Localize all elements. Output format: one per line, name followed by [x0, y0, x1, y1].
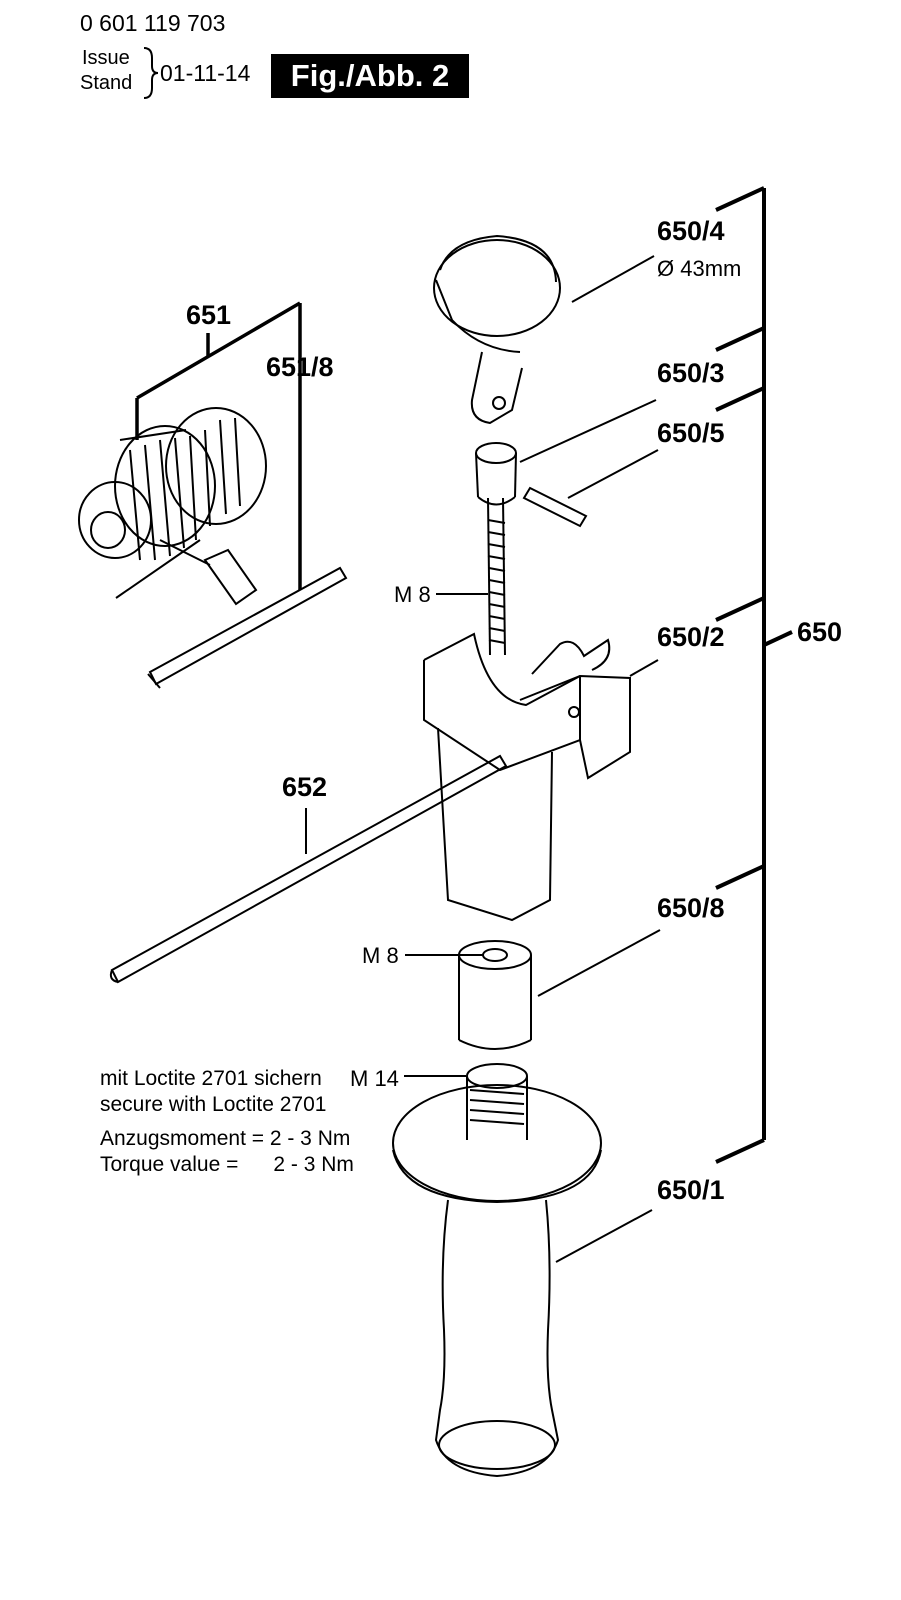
depth-rod-652 [109, 754, 508, 984]
brace-icon [143, 47, 159, 99]
clamp-ring-650-4 [433, 234, 655, 425]
label-651-8: 651/8 [266, 352, 334, 382]
label-650-2: 650/2 [657, 622, 725, 652]
label-m8-bottom: M 8 [362, 943, 399, 968]
label-650-3: 650/3 [657, 358, 725, 388]
label-650-1: 650/1 [657, 1175, 725, 1205]
note-loctite-en: secure with Loctite 2701 [100, 1093, 327, 1116]
handle-bracket-650-2 [423, 632, 659, 922]
note-torque-de: Anzugsmoment = 2 - 3 Nm [100, 1127, 351, 1150]
label-650-8: 650/8 [657, 893, 725, 923]
figure-badge: Fig./Abb. 2 [271, 54, 469, 98]
label-m8-top: M 8 [394, 582, 431, 607]
bracket-651 [135, 301, 302, 590]
chuck-key-651-8 [147, 539, 348, 689]
label-651: 651 [186, 300, 232, 330]
issue-date: 01-11-14 [160, 60, 251, 86]
part-number: 0 601 119 703 [80, 10, 226, 36]
drill-chuck-651 [78, 407, 267, 599]
label-650-4: 650/4 [657, 216, 725, 246]
screw-650-3 [475, 399, 657, 656]
note-torque-en: Torque value = 2 - 3 Nm [100, 1153, 354, 1176]
bracket-650 [715, 186, 793, 1164]
stand-label: Stand [80, 72, 133, 94]
label-m14: M 14 [350, 1066, 399, 1091]
note-loctite-de: mit Loctite 2701 sichern [100, 1067, 322, 1090]
label-650: 650 [797, 617, 843, 647]
sleeve-650-8 [405, 929, 661, 1050]
label-650-4-diameter: Ø 43mm [657, 256, 742, 281]
pin-650-5 [522, 449, 659, 528]
label-652: 652 [282, 772, 328, 802]
issue-label: Issue [82, 47, 130, 69]
grip-650-1 [392, 1063, 653, 1478]
label-650-5: 650/5 [657, 418, 725, 448]
